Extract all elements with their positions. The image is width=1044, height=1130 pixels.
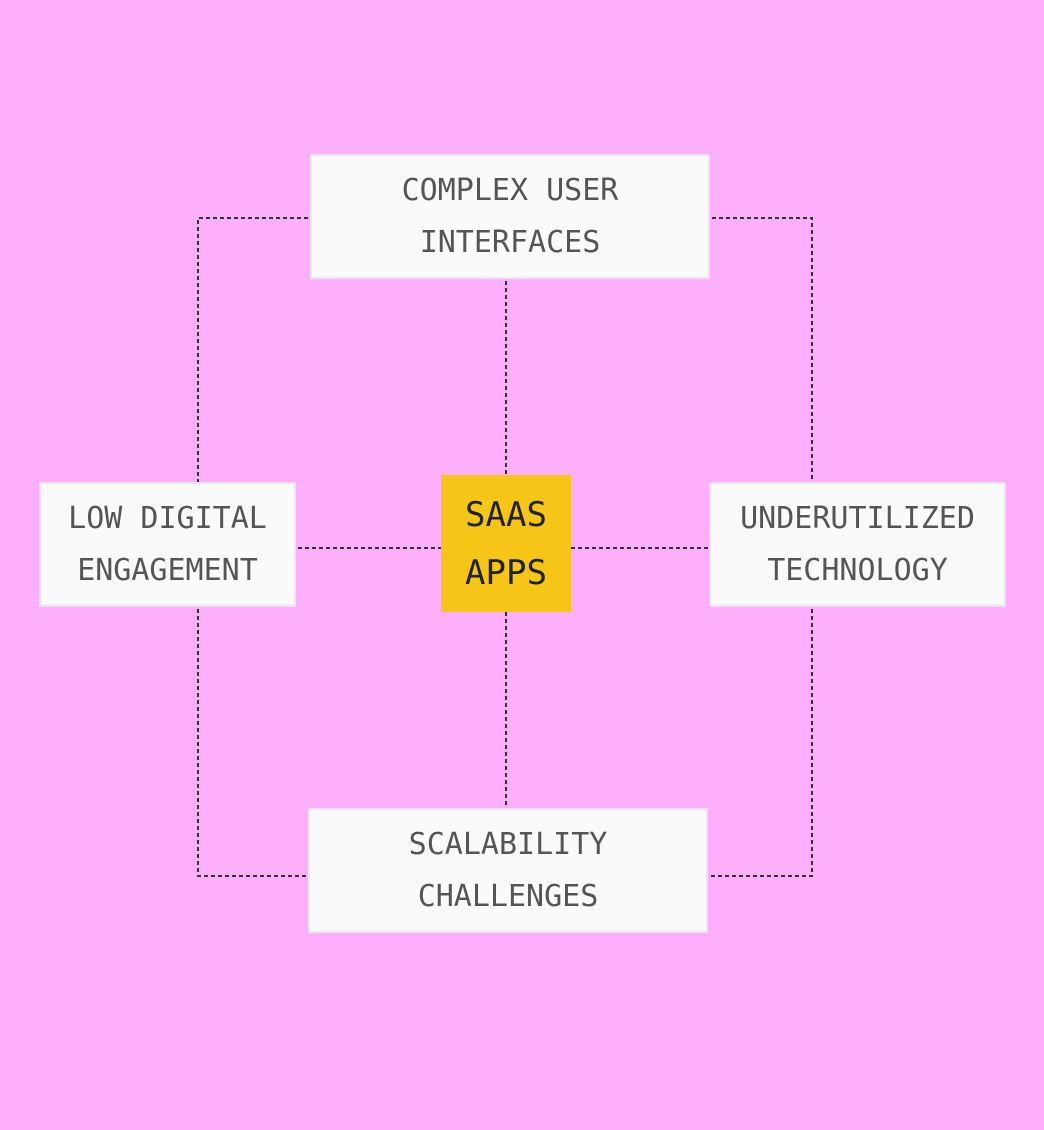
connector-bottom-right [710,609,813,877]
node-label-line2: INTERFACES [419,224,601,260]
node-label-line1: SCALABILITY [408,826,608,862]
node-label-line1: LOW DIGITAL [68,500,267,536]
node-low-digital-engagement: LOW DIGITAL ENGAGEMENT [39,482,296,607]
node-label-line2: CHALLENGES [417,878,599,914]
center-label-line2: APPS [465,552,547,593]
node-complex-user-interfaces: COMPLEX USER INTERFACES [310,154,710,279]
node-label-line1: COMPLEX USER [401,172,619,208]
node-saas-apps-center: SAAS APPS [441,475,571,612]
node-label-line2: TECHNOLOGY [767,552,948,588]
connector-bottom-left [197,609,306,877]
connector-top-left [197,217,308,482]
node-label-line1: UNDERUTILIZED [740,500,975,536]
node-label-line2: ENGAGEMENT [77,552,258,588]
node-scalability-challenges: SCALABILITY CHALLENGES [308,808,708,933]
node-underutilized-technology: UNDERUTILIZED TECHNOLOGY [709,482,1006,607]
connector-top-right [712,217,813,482]
center-label-line1: SAAS [465,494,547,535]
